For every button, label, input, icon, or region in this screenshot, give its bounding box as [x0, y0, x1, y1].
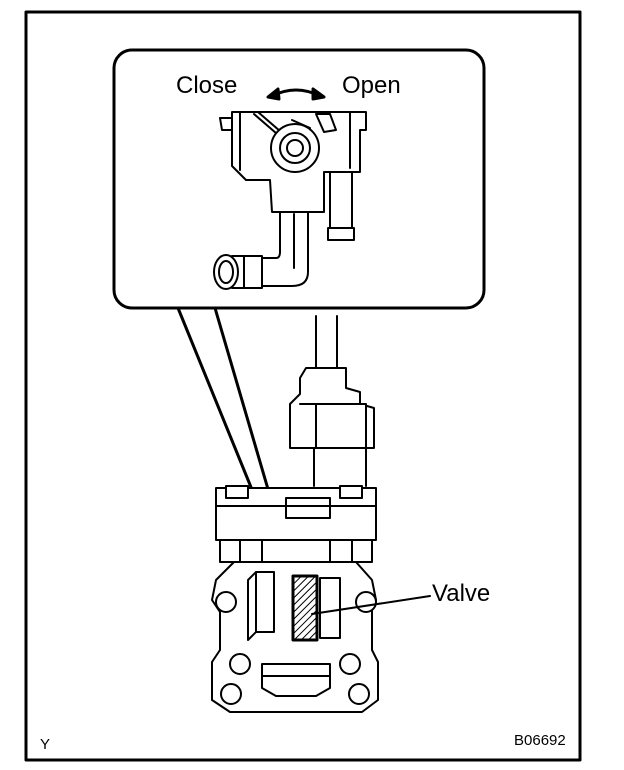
figure-code: B06692 — [514, 732, 566, 749]
label-open: Open — [342, 72, 401, 99]
label-valve: Valve — [432, 580, 491, 607]
label-close: Close — [176, 72, 238, 99]
valve-plate — [291, 574, 319, 642]
inset-valve-detail — [213, 111, 367, 290]
valve-leader-line — [311, 595, 431, 615]
rotation-arrow-icon — [266, 87, 326, 101]
corner-mark: Y — [40, 736, 51, 753]
